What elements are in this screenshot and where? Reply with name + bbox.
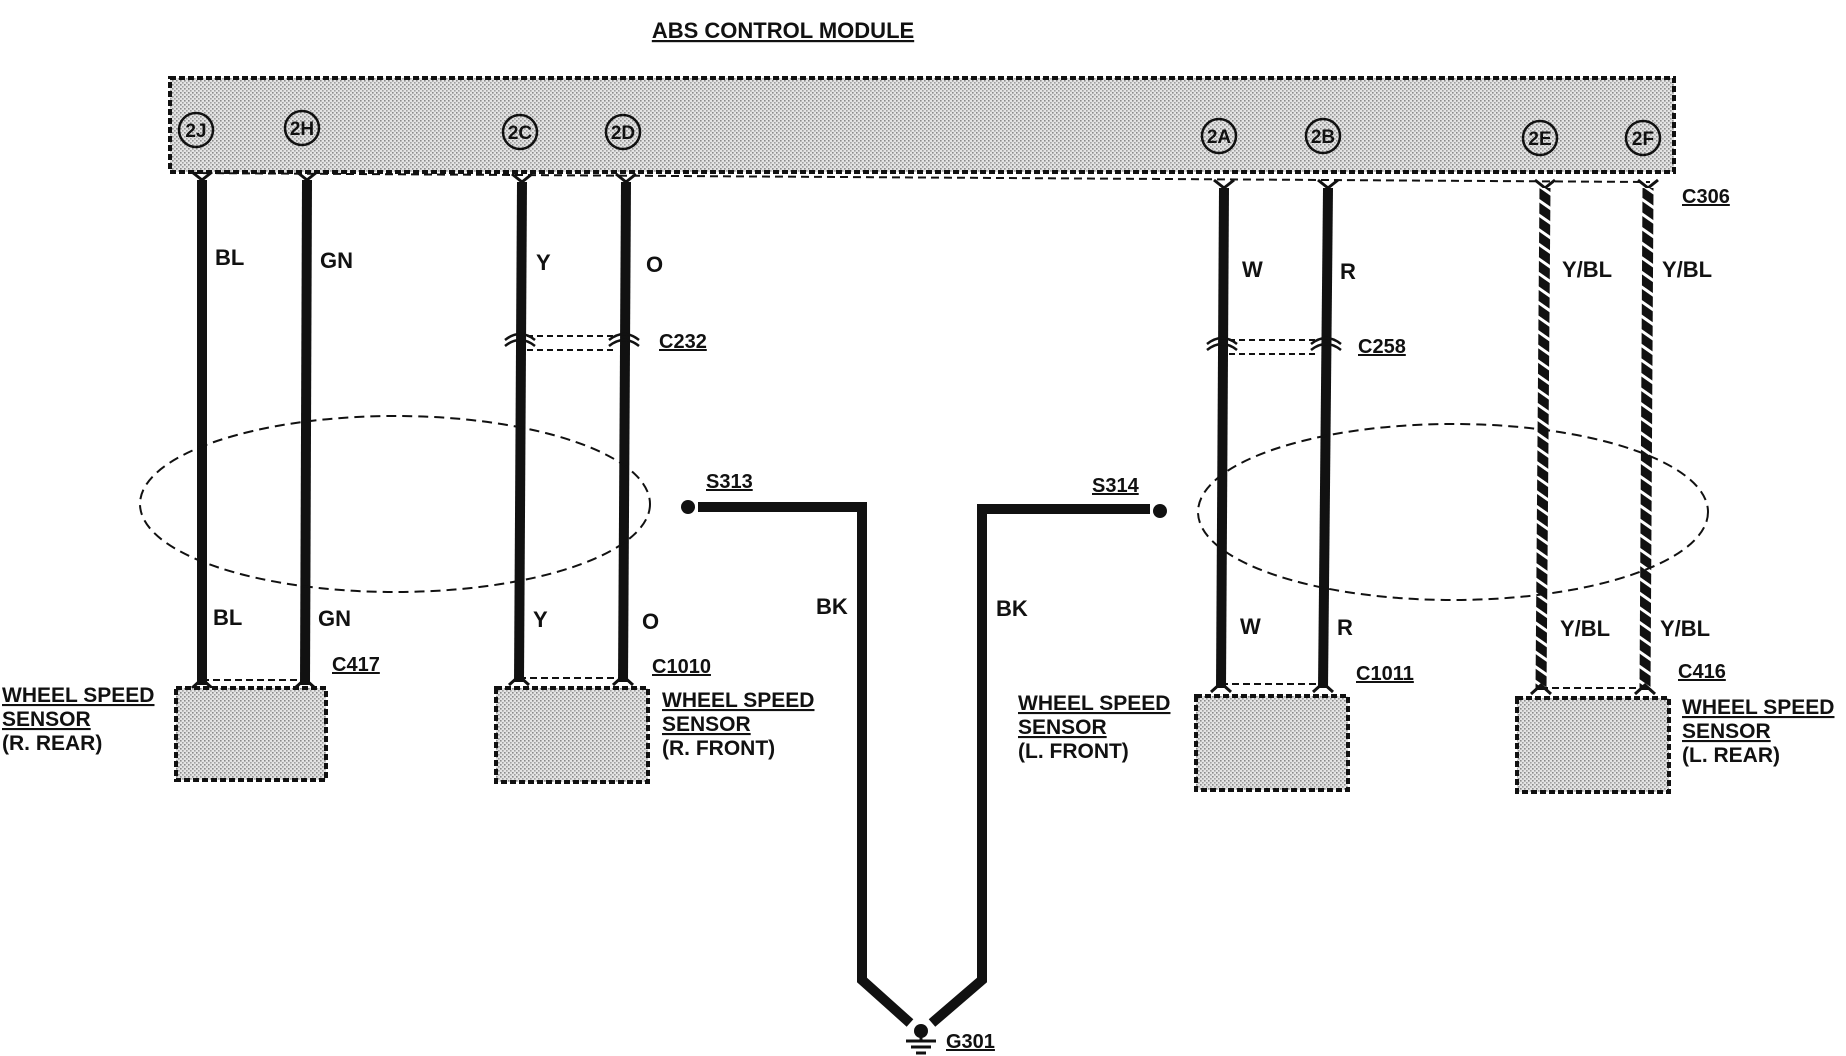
ground-wire-bk-right bbox=[928, 504, 1150, 1027]
pin-2e: 2E bbox=[1521, 119, 1559, 157]
ground-g301-label: G301 bbox=[946, 1031, 995, 1053]
sensor-body-front-left bbox=[1194, 694, 1350, 792]
wire-label-bk-left: BK bbox=[816, 594, 848, 619]
pin-2h: 2H bbox=[283, 109, 321, 147]
pin-2a: 2A bbox=[1200, 117, 1238, 155]
connector-c306-label: C306 bbox=[1682, 186, 1730, 208]
connector-c232-label: C232 bbox=[659, 331, 707, 353]
wire-w bbox=[1216, 187, 1229, 689]
inline-connector-c232 bbox=[504, 332, 640, 351]
ground-symbol-icon bbox=[906, 1024, 936, 1055]
svg-text:2D: 2D bbox=[611, 123, 635, 144]
svg-text:SENSOR: SENSOR bbox=[1018, 716, 1107, 739]
splice-s313-label: S313 bbox=[706, 471, 753, 493]
svg-text:(R. FRONT): (R. FRONT) bbox=[662, 737, 775, 760]
sensor-body-rear-left bbox=[1515, 696, 1671, 794]
svg-text:WHEEL SPEED: WHEEL SPEED bbox=[1018, 692, 1170, 715]
wire-y bbox=[514, 181, 527, 683]
wire-label-o-top: O bbox=[646, 252, 663, 277]
wire-label-bl-bottom: BL bbox=[213, 605, 242, 630]
wire-label-w-top: W bbox=[1242, 257, 1263, 282]
wire-label-bl-top: BL bbox=[215, 245, 244, 270]
sensor-connector-lines bbox=[202, 677, 1645, 689]
sensor-body-front-right bbox=[494, 686, 650, 784]
wire-label-w-bottom: W bbox=[1240, 614, 1261, 639]
ground-wire-bk-left bbox=[698, 502, 914, 1027]
wire-r bbox=[1318, 187, 1333, 689]
svg-text:2A: 2A bbox=[1207, 127, 1232, 148]
connector-c416-label: C416 bbox=[1678, 661, 1726, 683]
shield-ellipse-left bbox=[139, 415, 651, 593]
module-title: ABS CONTROL MODULE bbox=[652, 18, 914, 43]
sensor-label-front-right: WHEEL SPEED SENSOR (R. FRONT) bbox=[662, 689, 814, 760]
wire-label-bk-right: BK bbox=[996, 596, 1028, 621]
pin-2b: 2B bbox=[1304, 117, 1342, 155]
svg-text:WHEEL SPEED: WHEEL SPEED bbox=[662, 689, 814, 712]
sensor-terminal-ticks bbox=[190, 673, 1657, 696]
sensor-label-front-left: WHEEL SPEED SENSOR (L. FRONT) bbox=[1018, 692, 1170, 763]
connector-c417-label: C417 bbox=[332, 654, 380, 676]
svg-text:2B: 2B bbox=[1311, 127, 1335, 148]
wire-label-gn-top: GN bbox=[320, 248, 353, 273]
splice-s314-label: S314 bbox=[1092, 475, 1140, 497]
svg-text:2E: 2E bbox=[1528, 129, 1551, 150]
svg-text:2C: 2C bbox=[508, 123, 533, 144]
svg-text:(L. REAR): (L. REAR) bbox=[1682, 744, 1780, 767]
pin-2d: 2D bbox=[604, 113, 642, 151]
wire-label-y-bl-2f-top: Y/BL bbox=[1662, 257, 1712, 282]
connector-c1010-label: C1010 bbox=[652, 656, 711, 678]
wire-gn bbox=[300, 179, 312, 686]
svg-text:SENSOR: SENSOR bbox=[662, 713, 751, 736]
svg-text:SENSOR: SENSOR bbox=[1682, 720, 1771, 743]
svg-text:2J: 2J bbox=[185, 121, 206, 142]
pin-2c: 2C bbox=[501, 113, 539, 151]
connector-c258-label: C258 bbox=[1358, 336, 1406, 358]
wire-y-bl-2f bbox=[1639, 187, 1654, 691]
connector-c1011-label: C1011 bbox=[1356, 663, 1414, 685]
wire-o bbox=[618, 181, 631, 683]
svg-text:(L. FRONT): (L. FRONT) bbox=[1018, 740, 1129, 763]
pin-2j: 2J bbox=[177, 111, 215, 149]
shield-ellipse-right bbox=[1197, 423, 1709, 601]
wire-label-y-bl-2e-bottom: Y/BL bbox=[1560, 616, 1610, 641]
pin-2f: 2F bbox=[1624, 119, 1662, 157]
wire-label-y-top: Y bbox=[536, 250, 551, 275]
svg-text:2H: 2H bbox=[290, 119, 314, 140]
wire-label-r-top: R bbox=[1340, 259, 1356, 284]
sensor-label-rear-left: WHEEL SPEED SENSOR (L. REAR) bbox=[1682, 696, 1834, 767]
sensor-label-rear-right: WHEEL SPEED SENSOR (R. REAR) bbox=[2, 684, 154, 755]
svg-text:(R. REAR): (R. REAR) bbox=[2, 732, 102, 755]
wire-label-y-bl-2f-bottom: Y/BL bbox=[1660, 616, 1710, 641]
svg-text:2F: 2F bbox=[1632, 129, 1654, 150]
wire-y-bl-2e bbox=[1535, 187, 1551, 691]
connector-c306-line bbox=[189, 172, 1651, 183]
wire-label-r-bottom: R bbox=[1337, 615, 1353, 640]
wire-label-y-bottom: Y bbox=[533, 607, 548, 632]
inline-connector-c258 bbox=[1206, 336, 1342, 355]
svg-text:WHEEL SPEED: WHEEL SPEED bbox=[2, 684, 154, 707]
svg-text:WHEEL SPEED: WHEEL SPEED bbox=[1682, 696, 1834, 719]
splice-s313-dot bbox=[681, 500, 695, 514]
wire-label-o-bottom: O bbox=[642, 609, 659, 634]
svg-text:SENSOR: SENSOR bbox=[2, 708, 91, 731]
sensor-body-rear-right bbox=[174, 686, 328, 782]
splice-s314-dot bbox=[1153, 504, 1167, 518]
wire-label-gn-bottom: GN bbox=[318, 606, 351, 631]
abs-module-body bbox=[168, 76, 1676, 174]
wire-label-y-bl-2e-top: Y/BL bbox=[1562, 257, 1612, 282]
